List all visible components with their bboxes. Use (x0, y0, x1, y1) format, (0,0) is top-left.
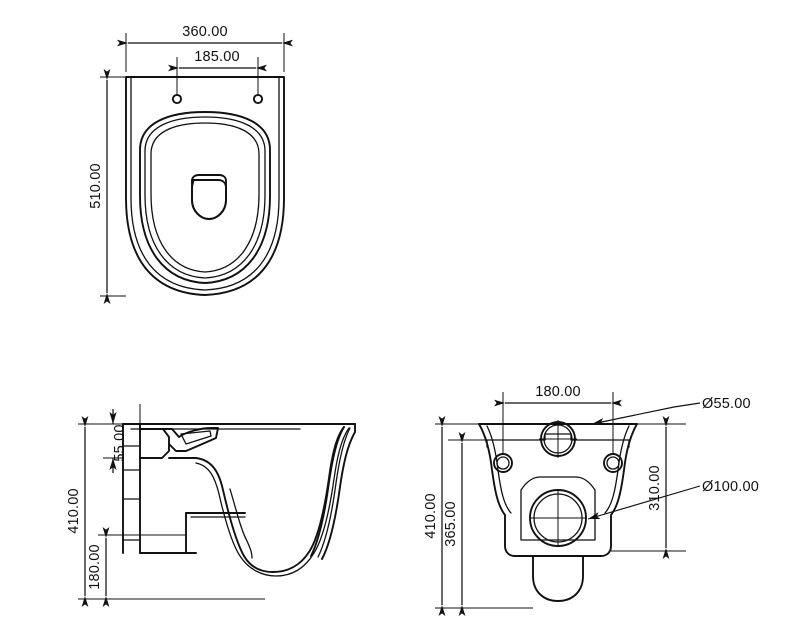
dim-185-label: 185.00 (194, 49, 240, 65)
side-view-group: 410.00 180.00 55.00 (66, 404, 356, 607)
fixing-hole-right (603, 453, 623, 473)
dia-100-label: Ø100.00 (702, 479, 759, 495)
dim-310-rear: 310.00 (647, 416, 670, 559)
dim-365-rear: 365.00 (443, 432, 466, 616)
dim-365-rear-label: 365.00 (443, 501, 459, 547)
dim-180-rear: 180.00 (494, 384, 622, 407)
rear-bowl-bottom (532, 555, 584, 602)
dim-410-rear-label: 410.00 (423, 493, 439, 539)
dim-180-side: 180.00 (87, 527, 110, 607)
dim-180-rear-label: 180.00 (535, 384, 581, 400)
seat-ring (139, 111, 271, 284)
dim-185: 185.00 (168, 49, 267, 72)
dia-55-label: Ø55.00 (702, 396, 751, 412)
top-view-extension-lines (100, 33, 285, 297)
dim-55-side-label: 55.00 (112, 424, 128, 461)
dim-55-side: 55.00 (109, 409, 128, 473)
bracket-hook-detail (139, 427, 219, 459)
dim-360: 360.00 (117, 24, 293, 47)
dim-510-label: 510.00 (88, 163, 104, 209)
wall-bracket (122, 423, 197, 554)
waste-outlet-hole (529, 489, 587, 547)
dim-310-rear-label: 310.00 (647, 465, 663, 511)
front-rim (310, 423, 356, 560)
fixing-hole-left (493, 453, 513, 473)
leader-dia-55: Ø55.00 (591, 396, 751, 426)
dim-360-label: 360.00 (182, 24, 228, 40)
top-view-group: 360.00 185.00 510.00 (88, 24, 293, 304)
seat-outline (125, 76, 285, 296)
leader-dia-100: Ø100.00 (587, 479, 759, 520)
dim-180-side-label: 180.00 (87, 544, 103, 590)
rear-view-group: 180.00 410.00 365.00 310.00 Ø55.00 (423, 384, 759, 616)
dim-510: 510.00 (88, 69, 111, 304)
rear-inner-panel (520, 476, 596, 541)
bolt-hole-right (252, 93, 264, 105)
flush-channel (229, 488, 253, 559)
dim-410-side-label: 410.00 (66, 488, 82, 534)
bolt-hole-left (171, 93, 183, 105)
outlet-section (185, 512, 246, 554)
dim-410-rear: 410.00 (423, 416, 446, 616)
dim-410-side: 410.00 (66, 416, 89, 607)
water-inlet-hole (539, 420, 577, 458)
